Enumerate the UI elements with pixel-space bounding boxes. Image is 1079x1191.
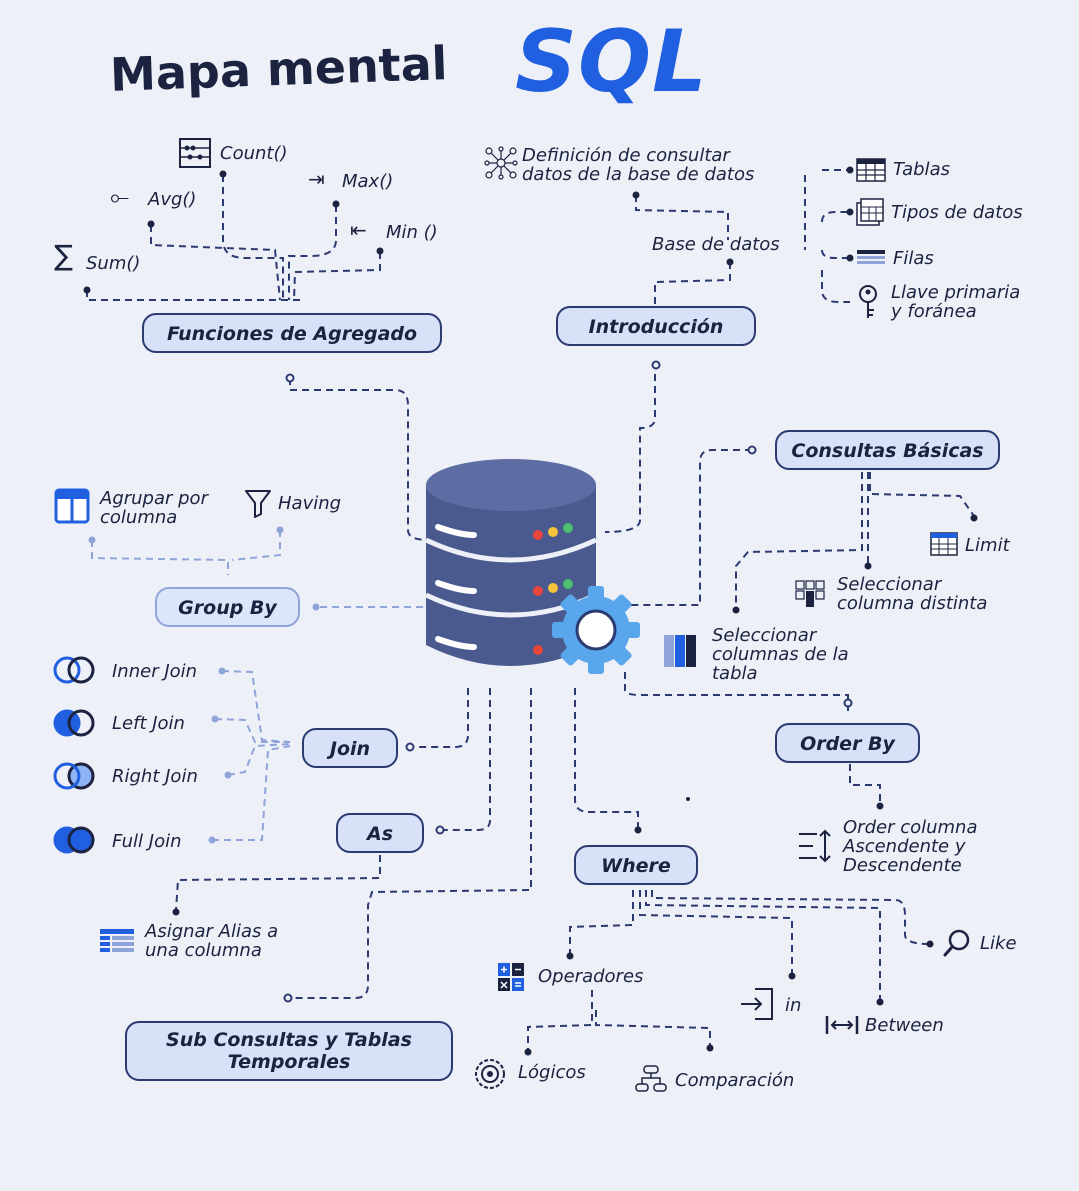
leaf-avg: Avg() [148, 189, 197, 210]
leaf-operators: Operadores [538, 966, 644, 987]
comparison-icon [635, 1065, 667, 1092]
rows-icon [857, 250, 885, 264]
leaf-inner-join: Inner Join [112, 661, 198, 682]
inner-join-icon [53, 656, 95, 684]
leaf-alias: Asignar Alias a una columna [145, 921, 279, 961]
node-where[interactable]: Where [574, 845, 698, 885]
node-introduction[interactable]: Introducción [556, 306, 756, 346]
node-group-by[interactable]: Group By [155, 587, 300, 627]
leaf-group-column: Agrupar por columna [100, 488, 208, 528]
node-basic-queries[interactable]: Consultas Básicas [775, 430, 1000, 470]
brand-title: SQL [515, 12, 708, 112]
node-aggregate-functions[interactable]: Funciones de Agregado [142, 313, 442, 353]
leaf-having: Having [278, 493, 342, 514]
leaf-count: Count() [220, 143, 288, 164]
leaf-like: Like [980, 933, 1017, 954]
distinct-column-icon [795, 580, 825, 607]
filter-icon [245, 490, 271, 518]
operators-icon [498, 963, 524, 991]
node-as[interactable]: As [336, 813, 424, 853]
leaf-min: Min () [386, 222, 438, 243]
node-join[interactable]: Join [302, 728, 398, 768]
group-column-icon [54, 488, 90, 524]
leaf-distinct-column: Seleccionar columna distinta [837, 574, 988, 614]
right-join-icon [53, 762, 95, 790]
node-sub-queries[interactable]: Sub Consultas y Tablas Temporales [125, 1021, 453, 1081]
full-join-icon [53, 826, 95, 854]
limit-icon [930, 532, 958, 556]
sign-in-icon [741, 988, 773, 1020]
magnifier-icon [943, 929, 970, 957]
leaf-logical: Lógicos [518, 1062, 586, 1083]
leaf-order-column: Order columna Ascendente y Descendente [843, 817, 978, 876]
arrow-left-bar-icon: ⇤ [350, 218, 367, 242]
left-join-icon [53, 709, 95, 737]
logic-gear-icon [475, 1059, 505, 1089]
abacus-icon [179, 138, 211, 168]
leaf-full-join: Full Join [112, 831, 182, 852]
leaf-tables: Tablas [893, 159, 950, 180]
leaf-max: Max() [342, 171, 394, 192]
sigma-icon: ∑ [54, 239, 73, 272]
key-icon [859, 285, 877, 318]
leaf-keys: Llave primaria y foránea [891, 282, 1021, 322]
leaf-right-join: Right Join [112, 766, 198, 787]
data-types-icon [856, 198, 884, 226]
arrow-right-bar-icon: ⇥ [308, 167, 325, 191]
leaf-left-join: Left Join [112, 713, 185, 734]
sort-icon [799, 829, 831, 863]
leaf-select-columns: Seleccionar columnas de la tabla [712, 625, 849, 684]
between-icon [825, 1016, 859, 1034]
average-icon: ⟜ [110, 183, 130, 211]
leaf-data-types: Tipos de datos [891, 202, 1023, 223]
leaf-sum: Sum() [86, 253, 141, 274]
database-icon [424, 459, 640, 674]
alias-table-icon [100, 929, 134, 952]
leaf-definition: Definición de consultar datos de la base… [522, 145, 755, 185]
leaf-limit: Limit [965, 535, 1010, 556]
columns-icon [664, 635, 696, 667]
leaf-in: in [785, 995, 802, 1016]
leaf-rows: Filas [893, 248, 934, 269]
leaf-database: Base de datos [652, 234, 780, 255]
node-order-by[interactable]: Order By [775, 723, 920, 763]
leaf-between: Between [865, 1015, 944, 1036]
network-icon [484, 146, 518, 180]
table-grid-icon [856, 158, 886, 182]
leaf-comparison: Comparación [675, 1070, 795, 1091]
